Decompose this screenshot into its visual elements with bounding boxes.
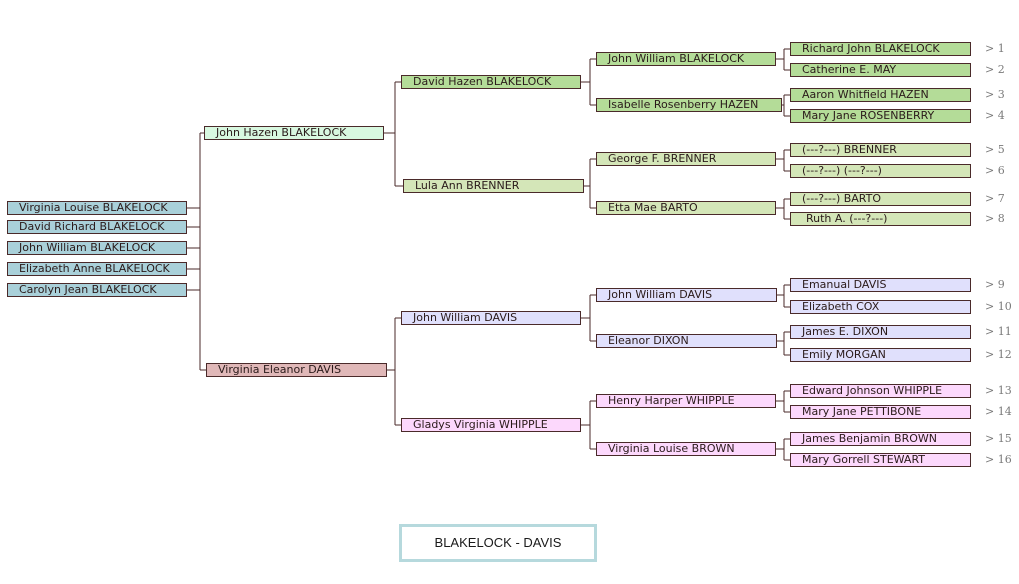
continuation-link[interactable]: > 3 bbox=[985, 88, 1005, 101]
gg-grandparent-box[interactable]: (---?---) BRENNER bbox=[790, 143, 971, 157]
continuation-link[interactable]: > 6 bbox=[985, 164, 1005, 177]
continuation-link[interactable]: > 9 bbox=[985, 278, 1005, 291]
continuation-link[interactable]: > 10 bbox=[985, 300, 1012, 313]
sibling-box[interactable]: Virginia Louise BLAKELOCK bbox=[7, 201, 187, 215]
continuation-link[interactable]: > 8 bbox=[985, 212, 1005, 225]
grandparent-box[interactable]: Lula Ann BRENNER bbox=[403, 179, 584, 193]
great-grandparent-box[interactable]: John William BLAKELOCK bbox=[596, 52, 776, 66]
gg-grandparent-box[interactable]: Aaron Whitfield HAZEN bbox=[790, 88, 971, 102]
continuation-link[interactable]: > 7 bbox=[985, 192, 1005, 205]
great-grandparent-box[interactable]: Eleanor DIXON bbox=[596, 334, 777, 348]
continuation-link[interactable]: > 13 bbox=[985, 384, 1012, 397]
continuation-link[interactable]: > 1 bbox=[985, 42, 1005, 55]
gg-grandparent-box[interactable]: Ruth A. (---?---) bbox=[790, 212, 971, 226]
gg-grandparent-box[interactable]: James E. DIXON bbox=[790, 325, 971, 339]
gg-grandparent-box[interactable]: James Benjamin BROWN bbox=[790, 432, 971, 446]
father-box[interactable]: John Hazen BLAKELOCK bbox=[204, 126, 384, 140]
continuation-link[interactable]: > 15 bbox=[985, 432, 1012, 445]
gg-grandparent-box[interactable]: Mary Jane PETTIBONE bbox=[790, 405, 971, 419]
gg-grandparent-box[interactable]: Elizabeth COX bbox=[790, 300, 971, 314]
grandparent-box[interactable]: David Hazen BLAKELOCK bbox=[401, 75, 581, 89]
great-grandparent-box[interactable]: Virginia Louise BROWN bbox=[596, 442, 776, 456]
sibling-box[interactable]: David Richard BLAKELOCK bbox=[7, 220, 187, 234]
gg-grandparent-box[interactable]: (---?---) BARTO bbox=[790, 192, 971, 206]
great-grandparent-box[interactable]: John William DAVIS bbox=[596, 288, 777, 302]
gg-grandparent-box[interactable]: Richard John BLAKELOCK bbox=[790, 42, 971, 56]
chart-caption: BLAKELOCK - DAVIS bbox=[399, 524, 597, 562]
sibling-box[interactable]: John William BLAKELOCK bbox=[7, 241, 187, 255]
grandparent-box[interactable]: John William DAVIS bbox=[401, 311, 581, 325]
sibling-box[interactable]: Elizabeth Anne BLAKELOCK bbox=[7, 262, 187, 276]
continuation-link[interactable]: > 12 bbox=[985, 348, 1012, 361]
great-grandparent-box[interactable]: Henry Harper WHIPPLE bbox=[596, 394, 776, 408]
gg-grandparent-box[interactable]: Mary Gorrell STEWART bbox=[790, 453, 971, 467]
continuation-link[interactable]: > 5 bbox=[985, 143, 1005, 156]
sibling-box[interactable]: Carolyn Jean BLAKELOCK bbox=[7, 283, 187, 297]
continuation-link[interactable]: > 4 bbox=[985, 109, 1005, 122]
continuation-link[interactable]: > 16 bbox=[985, 453, 1012, 466]
great-grandparent-box[interactable]: Etta Mae BARTO bbox=[596, 201, 776, 215]
gg-grandparent-box[interactable]: Emily MORGAN bbox=[790, 348, 971, 362]
gg-grandparent-box[interactable]: Edward Johnson WHIPPLE bbox=[790, 384, 971, 398]
mother-box[interactable]: Virginia Eleanor DAVIS bbox=[206, 363, 387, 377]
gg-grandparent-box[interactable]: Catherine E. MAY bbox=[790, 63, 971, 77]
continuation-link[interactable]: > 14 bbox=[985, 405, 1012, 418]
great-grandparent-box[interactable]: Isabelle Rosenberry HAZEN bbox=[596, 98, 782, 112]
gg-grandparent-box[interactable]: Emanual DAVIS bbox=[790, 278, 971, 292]
grandparent-box[interactable]: Gladys Virginia WHIPPLE bbox=[401, 418, 581, 432]
continuation-link[interactable]: > 2 bbox=[985, 63, 1005, 76]
gg-grandparent-box[interactable]: Mary Jane ROSENBERRY bbox=[790, 109, 971, 123]
gg-grandparent-box[interactable]: (---?---) (---?---) bbox=[790, 164, 971, 178]
great-grandparent-box[interactable]: George F. BRENNER bbox=[596, 152, 776, 166]
continuation-link[interactable]: > 11 bbox=[985, 325, 1012, 338]
